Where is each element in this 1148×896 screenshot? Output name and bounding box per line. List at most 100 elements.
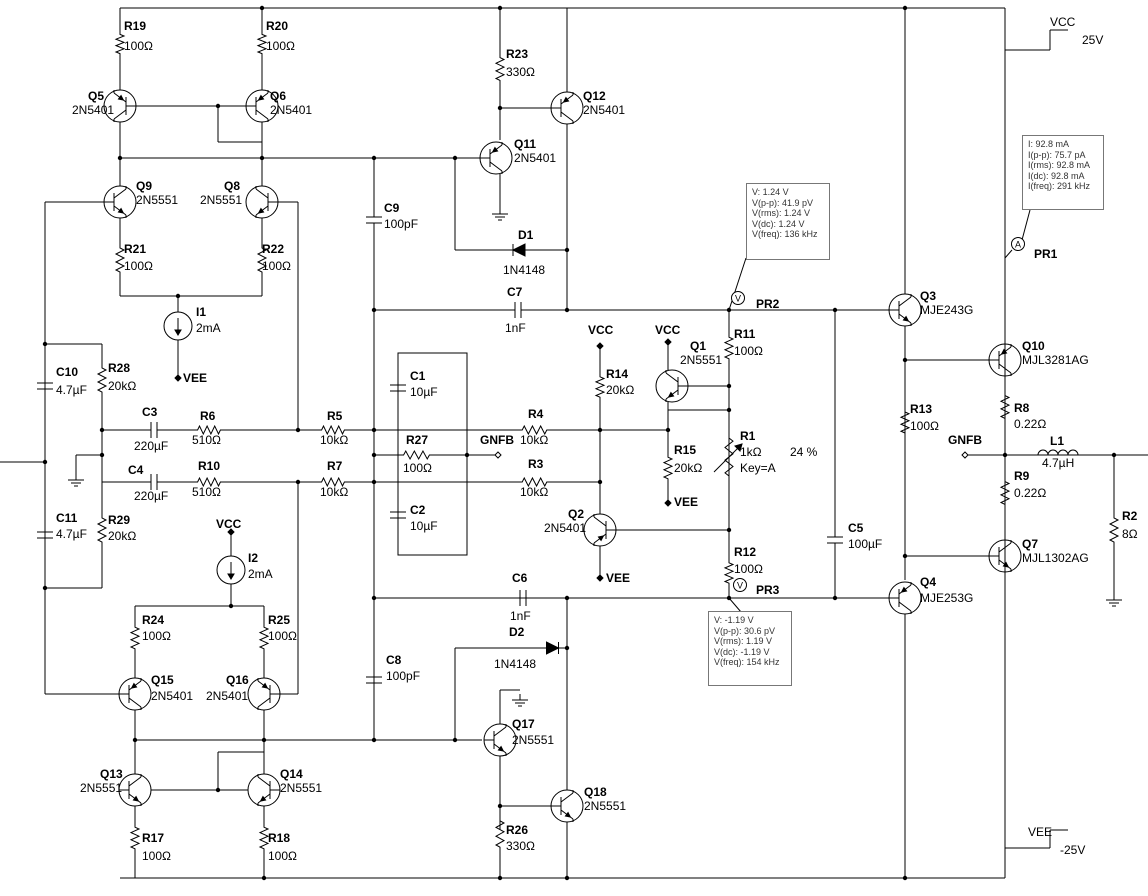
probe-pr1-readout: I: 92.8 mA I(p-p): 75.7 pA I(rms): 92.8 …	[1022, 135, 1104, 210]
label-q12t: 2N5401	[583, 103, 625, 117]
label-r22v: 100Ω	[262, 259, 291, 273]
label-vee3: VEE	[606, 571, 630, 585]
label-r2v: 8Ω	[1122, 527, 1138, 541]
pr2-line: V(dc): 1.24 V	[752, 218, 805, 229]
transistor-leg	[257, 697, 271, 708]
probe-pr3-readout: V: -1.19 V V(p-p): 30.6 pV V(rms): 1.19 …	[708, 611, 792, 686]
transistor-arrow	[261, 682, 269, 689]
resistor-r8	[999, 388, 1011, 426]
label-c5: C5	[848, 521, 864, 535]
label-q18t: 2N5551	[584, 799, 626, 813]
potentiometer-r1	[713, 430, 743, 486]
capacitor-c2	[390, 500, 406, 530]
label-q5t: 2N5401	[72, 103, 114, 117]
transistor-q18	[550, 789, 584, 823]
resistor-zigzag	[129, 820, 141, 856]
label-gnfb1: GNFB	[480, 433, 514, 447]
label-r14: R14	[606, 367, 628, 381]
transistor-arrow	[257, 207, 265, 214]
pr2-line: V(rms): 1.24 V	[752, 208, 811, 218]
resistor-r4	[514, 424, 555, 436]
transistor-q11	[479, 141, 513, 175]
probe-a-icon	[1011, 237, 1025, 251]
resistor-zigzag	[494, 50, 506, 88]
label-r7: R7	[327, 459, 343, 473]
label-r10v: 510Ω	[192, 485, 221, 499]
resistor-zigzag	[258, 620, 270, 656]
label-r5: R5	[327, 409, 343, 423]
label-r19: R19	[124, 19, 146, 33]
junction-dot	[497, 875, 503, 881]
label-c9v: 100pF	[384, 217, 418, 231]
label-r20v: 100Ω	[266, 39, 295, 53]
label-q17t: 2N5551	[512, 733, 554, 747]
label-gnfb2: GNFB	[948, 433, 982, 447]
wires	[0, 5, 1148, 881]
label-c1v: 10µF	[410, 385, 438, 399]
label-q5: Q5	[88, 89, 104, 103]
label-c3v: 220µF	[134, 439, 168, 453]
label-q8: Q8	[224, 179, 240, 193]
resistor-zigzag	[190, 476, 228, 488]
label-r25v: 100Ω	[268, 629, 297, 643]
label-c10: C10	[56, 365, 78, 379]
label-pr1: PR1	[1034, 247, 1058, 261]
resistor-zigzag	[258, 820, 270, 856]
transistor-arrow	[497, 745, 505, 752]
label-r23: R23	[506, 47, 528, 61]
components: VAV	[37, 28, 1122, 856]
resistor-zigzag	[129, 620, 141, 656]
label-q9: Q9	[136, 179, 152, 193]
label-c8: C8	[386, 653, 402, 667]
transistor-arrow	[130, 682, 138, 689]
ground-symbol	[492, 208, 508, 221]
label-c4v: 220µF	[134, 489, 168, 503]
resistor-zigzag	[514, 476, 555, 488]
junction-dot	[497, 5, 503, 11]
junction-dot	[261, 737, 267, 743]
pr3-line: V(rms): 1.19 V	[714, 636, 773, 646]
transistor-leg	[128, 776, 142, 787]
label-r24v: 100Ω	[142, 629, 171, 643]
transistor-leg	[128, 697, 142, 708]
resistor-r6	[190, 424, 228, 436]
transistor-arrow	[1000, 348, 1008, 355]
label-q6: Q6	[270, 89, 286, 103]
resistor-zigzag	[314, 476, 352, 488]
power-pin-icon	[227, 528, 235, 536]
resistor-zigzag	[96, 360, 108, 400]
label-q8t: 2N5551	[200, 193, 242, 207]
resistor-r27	[395, 449, 438, 461]
diode-triangle	[511, 243, 526, 257]
probe-v-icon	[731, 291, 745, 305]
label-r1p: 24 %	[790, 445, 818, 459]
label-r6: R6	[200, 409, 216, 423]
pr1-line: I(dc): 92.8 mA	[1028, 170, 1085, 181]
pr3-line: V(p-p): 30.6 pV	[714, 625, 776, 636]
junction-dot	[42, 459, 48, 465]
label-d1: D1	[518, 228, 534, 242]
label-r12: R12	[734, 545, 756, 559]
pr3-line: V(freq): 154 kHz	[714, 657, 780, 667]
resistor-r25	[258, 620, 270, 656]
resistor-r9	[999, 474, 1011, 512]
label-q10t: MJL3281AG	[1022, 353, 1089, 367]
transistor-arrow	[667, 391, 675, 398]
label-q1t: 2N5551	[680, 353, 722, 367]
resistor-zigzag	[723, 556, 735, 590]
label-c10v: 4.7µF	[56, 383, 87, 397]
transistor-leg	[489, 161, 503, 172]
resistor-r2	[1108, 510, 1120, 550]
probe-pr2-readout: V: 1.24 V V(p-p): 41.9 pV V(rms): 1.24 V…	[746, 183, 830, 260]
power-pin-icon	[664, 499, 672, 507]
probe-lead	[728, 257, 747, 311]
pr1-line: I(p-p): 75.7 pA	[1028, 149, 1086, 160]
resistor-zigzag	[494, 812, 506, 856]
transistor-q3	[888, 293, 922, 327]
transistor-arrow	[902, 315, 910, 322]
transistor-q8	[245, 185, 279, 219]
label-r20: R20	[266, 19, 288, 33]
capacitor-c1	[390, 376, 406, 400]
resistor-r28	[96, 360, 108, 400]
pr3-line: V: -1.19 V	[714, 615, 754, 625]
